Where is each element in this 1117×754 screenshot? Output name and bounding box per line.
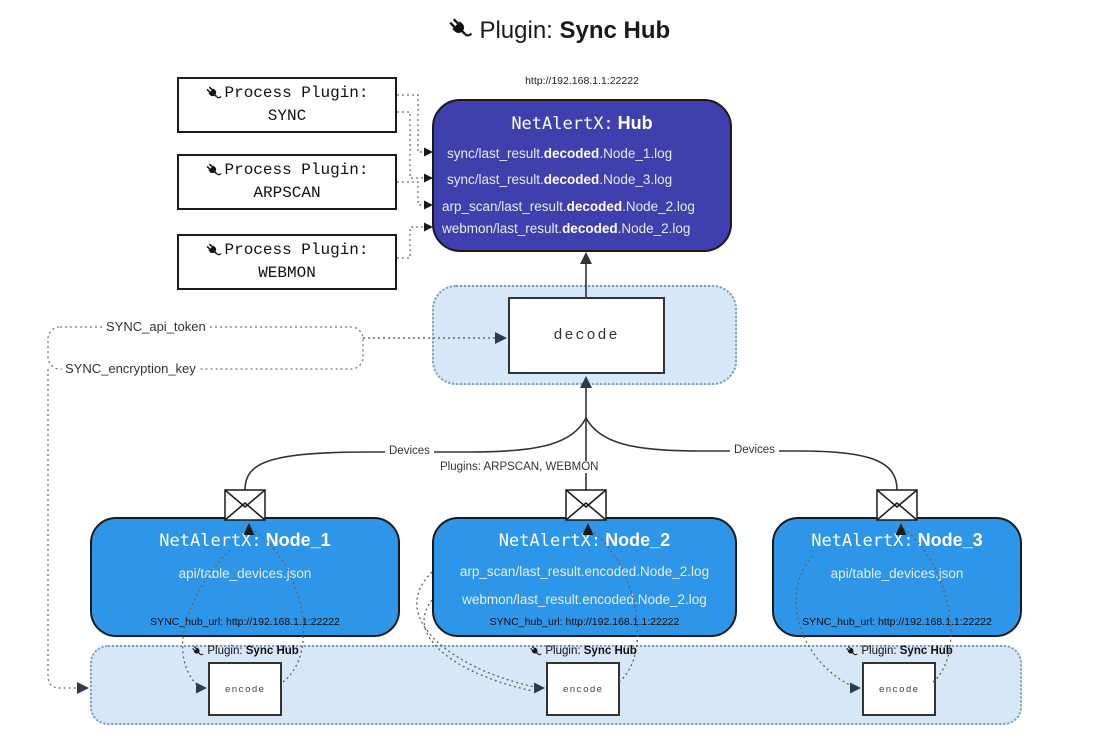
encode-box-1: encode	[208, 662, 282, 716]
node-file: api/table_devices.json	[178, 566, 312, 581]
encode-box-2: encode	[546, 662, 620, 716]
envelope-icon	[224, 489, 266, 521]
node-hub-url: SYNC_hub_url: http://192.168.1.1:22222	[802, 616, 992, 628]
edge-label-devices-right: Devices	[730, 444, 779, 456]
hub-title: NetAlertX:Hub	[511, 113, 653, 134]
page-title: Plugin: Sync Hub	[0, 16, 1117, 45]
band-plugin-label: Plugin: Sync Hub	[503, 645, 663, 658]
process-plugin-name: ARPSCAN	[253, 184, 321, 202]
hub-log-line: webmon/last_result.decoded.Node_2.log	[442, 221, 691, 236]
envelope-icons	[224, 489, 918, 521]
node-file: arp_scan/last_result.encoded.Node_2.log	[459, 564, 710, 579]
process-plugin-webmon: Process Plugin: WEBMON	[177, 234, 397, 290]
envelope-icon	[565, 489, 607, 521]
band-plugin-label: Plugin: Sync Hub	[165, 645, 325, 658]
process-plugin-label: Process Plugin:	[224, 83, 369, 102]
process-plugin-name: SYNC	[267, 107, 307, 125]
node-title: NetAlertX:Node_1	[159, 530, 331, 551]
title-prefix: Plugin:	[479, 17, 553, 44]
node-file: webmon/last_result.encoded.Node_2.log	[462, 592, 707, 607]
hub-log-line: sync/last_result.decoded.Node_1.log	[447, 146, 673, 161]
process-plugin-sync: Process Plugin: SYNC	[177, 77, 397, 133]
hub-log-line: arp_scan/last_result.decoded.Node_2.log	[442, 199, 695, 214]
process-plugin-label: Process Plugin:	[224, 160, 369, 179]
node-hub-url: SYNC_hub_url: http://192.168.1.1:22222	[489, 616, 680, 628]
plugin-to-hub-links	[397, 94, 426, 259]
process-plugin-label: Process Plugin:	[224, 240, 369, 259]
band-in-arrowhead	[77, 682, 89, 694]
node-hub-url: SYNC_hub_url: http://192.168.1.1:22222	[150, 616, 340, 628]
plug-icon	[530, 646, 542, 656]
node-title: NetAlertX:Node_2	[498, 530, 671, 551]
hub-log-line: sync/last_result.decoded.Node_3.log	[447, 172, 673, 187]
plug-icon	[192, 646, 204, 656]
plug-icon	[449, 18, 472, 37]
process-plugin-arpscan: Process Plugin: ARPSCAN	[177, 154, 397, 210]
sync-encryption-key-label: SYNC_encryption_key	[62, 361, 199, 376]
node-2: NetAlertX:Node_2 arp_scan/last_result.en…	[432, 517, 737, 637]
edge-label-devices-left: Devices	[385, 445, 434, 457]
hub-in-arrowhead	[580, 252, 592, 264]
hub-url-label: http://192.168.1.1:22222	[525, 75, 639, 87]
node-title: NetAlertX:Node_3	[811, 530, 983, 551]
plug-icon	[207, 86, 222, 99]
decode-box: decode	[508, 297, 665, 374]
process-plugin-name: WEBMON	[258, 264, 316, 282]
plug-icon	[207, 243, 222, 256]
envelope-icon	[876, 489, 918, 521]
band-plugin-label: Plugin: Sync Hub	[819, 645, 979, 658]
encode-box-3: encode	[862, 662, 936, 716]
node-file: api/table_devices.json	[830, 566, 964, 581]
title-name: Sync Hub	[559, 17, 671, 44]
plug-icon	[846, 646, 858, 656]
node-3: NetAlertX:Node_3 api/table_devices.json …	[772, 517, 1022, 637]
config-to-band-link	[47, 369, 78, 689]
node-1: NetAlertX:Node_1 api/table_devices.json …	[90, 517, 400, 637]
hub-node: NetAlertX:Hub sync/last_result.decoded.N…	[432, 99, 732, 252]
plug-icon	[207, 163, 222, 176]
sync-api-token-label: SYNC_api_token	[103, 319, 209, 334]
edge-label-plugins: Plugins: ARPSCAN, WEBMON	[436, 461, 598, 473]
